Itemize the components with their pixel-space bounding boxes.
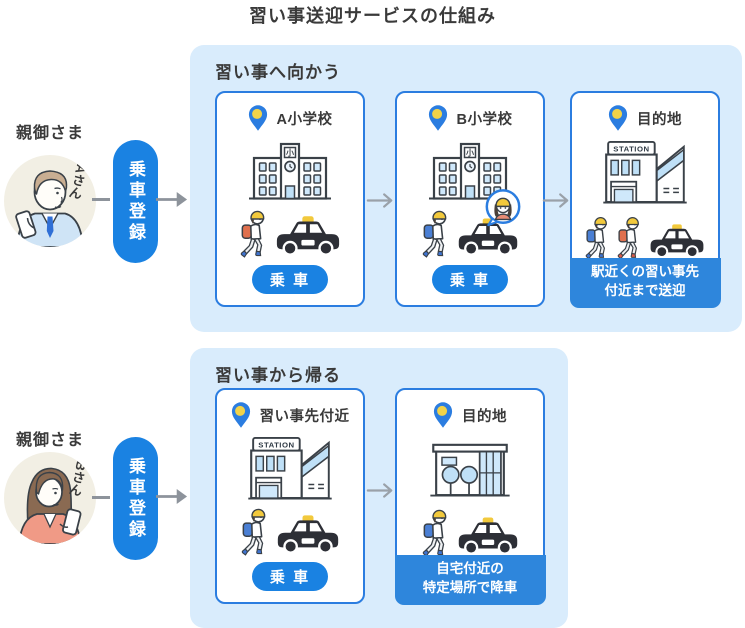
card-near-lesson: 習い事先付近 乗 車: [215, 388, 365, 604]
station-icon: [247, 436, 333, 500]
taxi-icon: [276, 514, 340, 557]
location-row: 目的地: [433, 399, 507, 431]
taxi-icon: [275, 215, 341, 259]
location-label: 習い事先付近: [259, 408, 350, 425]
home-building-illustration: [429, 440, 511, 498]
map-pin-icon: [231, 401, 251, 429]
child-running-icon: [422, 209, 452, 259]
ride-badge: 乗 車: [252, 264, 328, 294]
arrow-right-icon: [542, 191, 570, 210]
register-ride-button-b: 乗車登録: [113, 437, 158, 560]
location-row: 習い事先付近: [231, 399, 350, 431]
school-building-illustration: [248, 140, 332, 200]
location-label: B小学校: [456, 111, 513, 128]
dropoff-note-line2: 特定場所で降車: [422, 579, 518, 595]
persona-a-role-label: 親御さま: [16, 125, 85, 142]
section-title: 習い事へ向かう: [215, 63, 341, 82]
map-pin-icon: [608, 104, 628, 132]
dropoff-note: 自宅付近の 特定場所で降車: [394, 554, 546, 605]
map-pin-icon: [428, 104, 448, 132]
child-in-taxi-bubble-icon: [483, 188, 523, 228]
dropoff-note: 駅近くの習い事先 付近まで送迎: [569, 257, 721, 308]
dropoff-note-line1: 自宅付近の: [436, 560, 504, 576]
page-title: 習い事送迎サービスの仕組み: [249, 6, 496, 26]
station-building-illustration: [247, 436, 333, 500]
persona-b-avatar: Bさん: [4, 452, 96, 544]
register-ride-button-a: 乗車登録: [113, 140, 158, 263]
section-returning-from-lesson: 習い事から帰る 習い事先付近 乗 車 目的地: [190, 348, 568, 628]
arrow-right-icon: [156, 486, 188, 507]
taxi-icon: [457, 516, 519, 558]
location-label: 目的地: [637, 111, 682, 128]
arrow-right-icon: [156, 189, 188, 210]
persona-b-role-label: 親御さま: [16, 432, 85, 449]
section-going-to-lesson: 習い事へ向かう A小学校 乗 車 B小学校: [190, 45, 742, 332]
map-pin-icon: [433, 401, 453, 429]
connector-line: [92, 496, 116, 499]
boarding-illustration: [422, 207, 519, 259]
section-title: 習い事から帰る: [215, 366, 341, 385]
ride-badge: 乗 車: [252, 562, 328, 591]
card-school-b: B小学校 乗 車: [395, 91, 545, 307]
dropoff-illustration: [585, 209, 705, 261]
station-icon: [602, 140, 688, 204]
arrow-right-icon: [366, 191, 394, 210]
register-ride-label: 乗車登録: [126, 456, 145, 541]
child-running-icon: [585, 215, 612, 261]
child-running-icon: [617, 215, 644, 261]
child-running-icon: [241, 507, 271, 557]
location-label: 目的地: [462, 408, 507, 425]
dropoff-note-line1: 駅近くの習い事先: [591, 263, 699, 279]
location-row: B小学校: [428, 102, 513, 134]
card-destination-lesson: 目的地 駅近くの習い事先 付近まで送迎: [569, 91, 721, 308]
school-icon: [248, 140, 332, 200]
station-building-illustration: [602, 140, 688, 204]
location-row: 目的地: [608, 102, 682, 134]
boarding-illustration: [240, 207, 341, 259]
child-running-icon: [240, 209, 270, 259]
connector-line: [92, 198, 116, 201]
dropoff-note-line2: 付近まで送迎: [604, 282, 686, 298]
dropoff-illustration: [422, 506, 519, 558]
child-running-icon: [422, 508, 452, 558]
boarding-illustration: [241, 505, 340, 557]
home-icon: [429, 440, 511, 498]
location-row: A小学校: [248, 102, 333, 134]
taxi-icon: [649, 223, 705, 261]
persona-a-avatar: Aさん: [4, 155, 96, 247]
register-ride-label: 乗車登録: [126, 159, 145, 244]
map-pin-icon: [248, 104, 268, 132]
location-label: A小学校: [276, 111, 333, 128]
ride-badge: 乗 車: [432, 264, 508, 294]
card-school-a: A小学校 乗 車: [215, 91, 365, 307]
arrow-right-icon: [366, 481, 394, 500]
card-destination-home: 目的地 自宅付近の 特定場所で降車: [394, 388, 546, 605]
